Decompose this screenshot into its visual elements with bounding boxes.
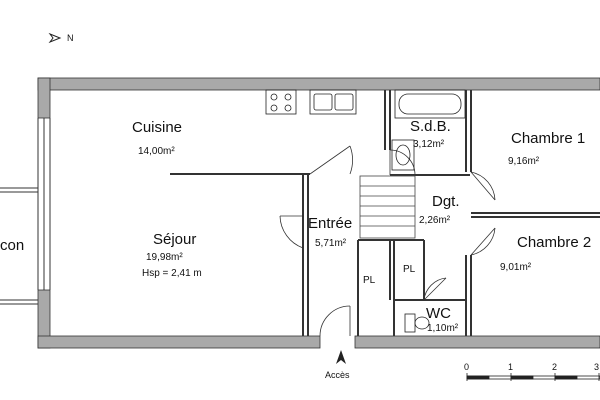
interior-walls [170,90,600,336]
sink-icon [309,89,357,115]
toilet-icon [404,313,430,333]
room-name-dgt: Dgt. [432,193,460,210]
washbasin-icon [391,139,415,171]
room-area-chambre2: 9,01m² [500,262,532,273]
compass-label: N [67,33,74,43]
scale-tick-label: 2 [552,362,557,372]
balcony-window [37,118,51,290]
closet-label: PL [403,264,416,275]
room-note-sejour: Hsp = 2,41 m [142,268,202,279]
scale-tick-label: 3 [594,362,599,372]
room-area-wc: 1,10m² [427,323,459,334]
entrance-arrow-icon [336,350,346,364]
room-area-chambre1: 9,16m² [508,156,540,167]
room-area-sejour: 19,98m² [146,252,183,263]
room-name-cuisine: Cuisine [132,119,182,136]
room-name-sdb: S.d.B. [410,118,451,135]
room-name-chambre2: Chambre 2 [517,234,591,251]
doors [279,145,496,337]
bathtub-icon [394,89,466,119]
room-area-entree: 5,71m² [315,238,347,249]
staircase [359,175,416,239]
balcony-label: con [0,237,24,254]
room-area-cuisine: 14,00m² [138,146,175,157]
closet-label: PL [363,275,376,286]
room-name-wc: WC [426,305,451,322]
scale-bar [466,373,600,381]
room-area-sdb: 3,12m² [413,139,445,150]
room-area-dgt: 2,26m² [419,215,451,226]
scale-tick-label: 0 [464,362,469,372]
stove-icon [265,89,297,115]
north-arrow-icon [48,32,62,44]
access-label: Accès [325,370,350,380]
exterior-walls [37,77,600,349]
room-name-chambre1: Chambre 1 [511,130,585,147]
scale-tick-label: 1 [508,362,513,372]
balcony [0,187,38,305]
room-name-entree: Entrée [308,215,352,232]
room-name-sejour: Séjour [153,231,196,248]
